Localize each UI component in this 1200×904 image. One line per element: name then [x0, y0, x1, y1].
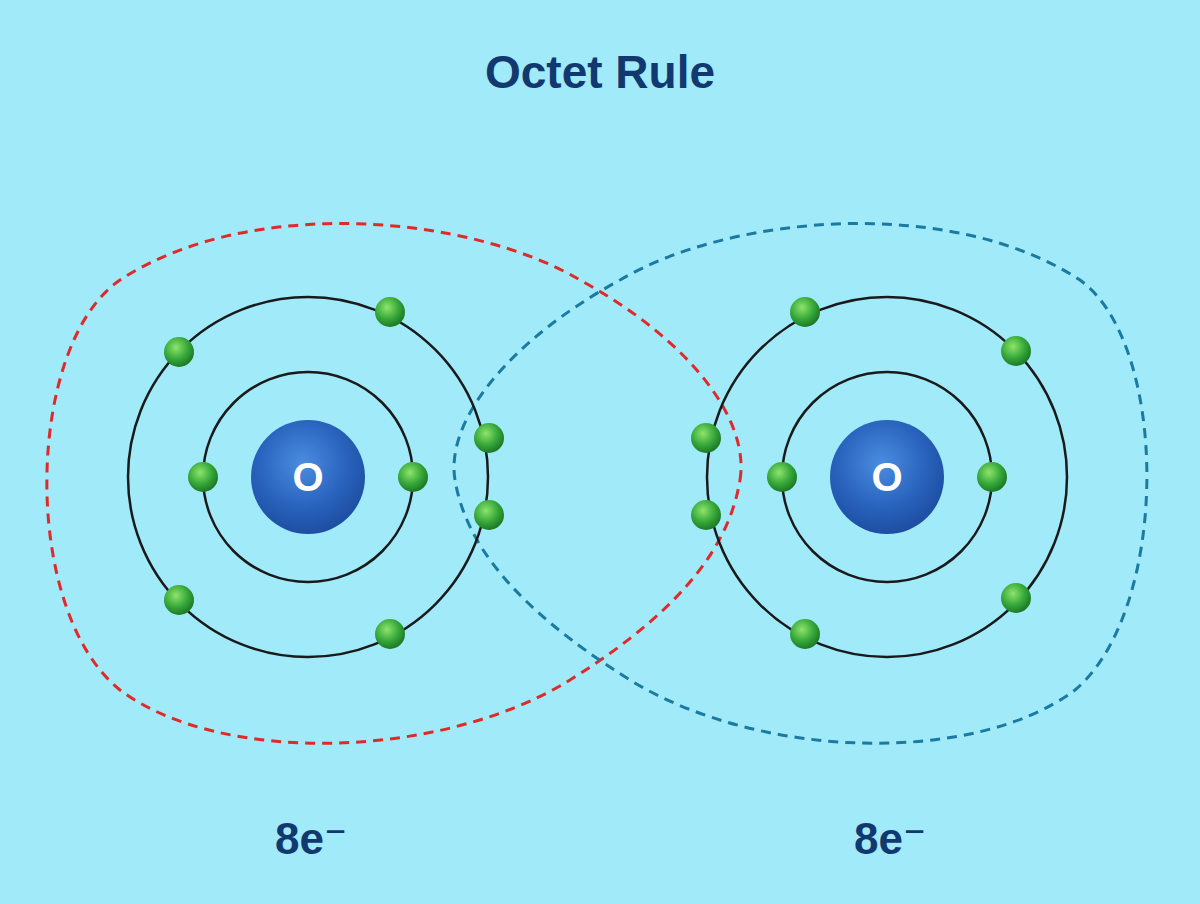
electron-count: 8e⁻ — [854, 813, 926, 864]
diagram-title: Octet Rule — [485, 45, 715, 99]
atom-nucleus: O — [830, 420, 944, 534]
octet-outline — [454, 224, 1147, 744]
electron-count: 8e⁻ — [275, 813, 347, 864]
element-symbol: O — [292, 455, 323, 500]
electron-shell — [128, 297, 1067, 657]
element-symbol: O — [871, 455, 902, 500]
electron — [164, 297, 1031, 649]
octet-outline — [47, 224, 741, 744]
atom-nucleus: O — [251, 420, 365, 534]
